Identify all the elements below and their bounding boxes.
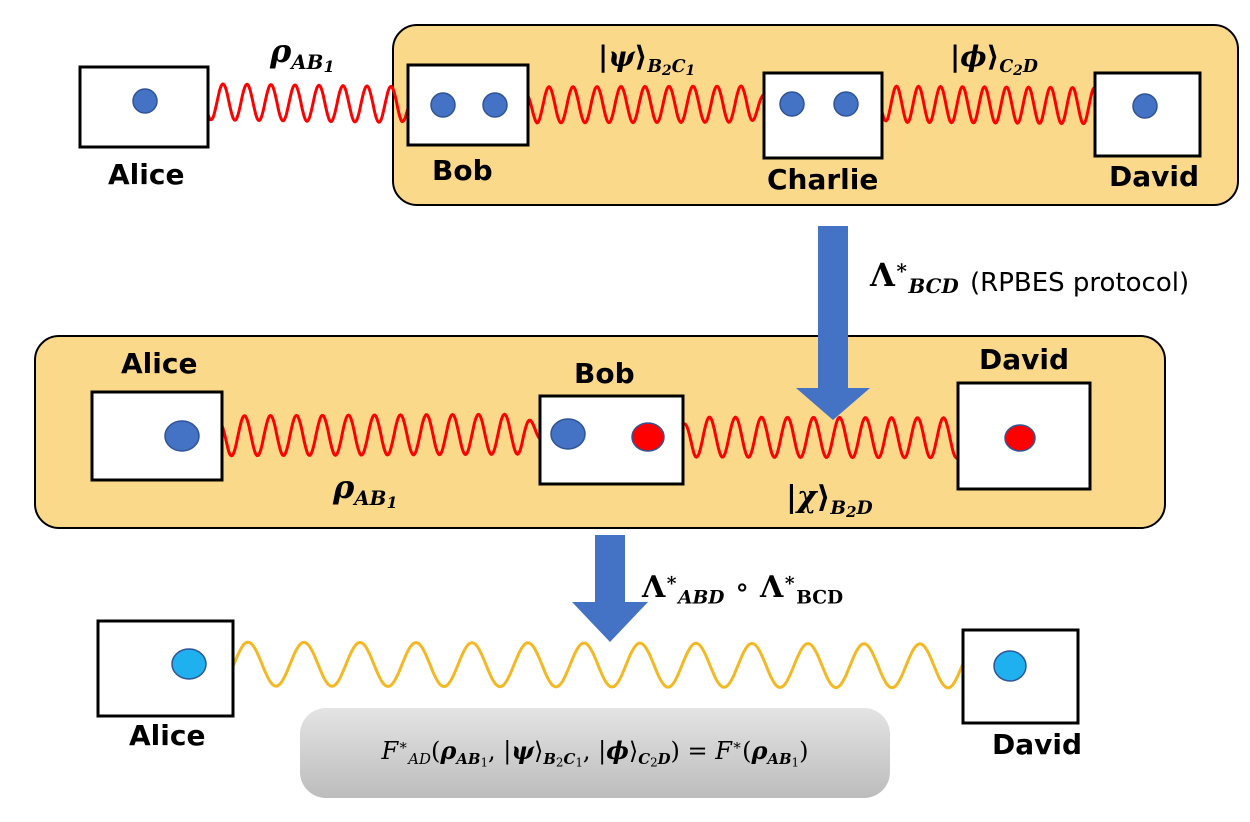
protocol-note: (RPBES protocol) <box>970 268 1190 298</box>
label-alice-top: Alice <box>108 158 185 191</box>
qubit-bob-b1 <box>430 92 456 118</box>
operator-lambda-composite: Λ∗ABD ∘ Λ∗BCD <box>642 570 844 609</box>
state-chi-b2d: |χ⟩B2D <box>786 480 873 521</box>
qubit-david-final <box>993 650 1027 682</box>
label-david-top: David <box>1109 160 1200 193</box>
box-alice-mid <box>90 390 224 482</box>
label-bob-mid: Bob <box>574 357 635 390</box>
link-bob-charlie <box>506 84 781 125</box>
label-alice-final: Alice <box>129 719 206 752</box>
arrow-down-2 <box>572 535 648 642</box>
qubit-bob-mid-b2 <box>631 422 665 452</box>
box-bob-top <box>406 63 530 147</box>
fidelity-formula-bubble: F∗AD(ρAB1, |ψ⟩B2C1, |ϕ⟩C2D) = F∗(ρAB1) <box>300 708 890 798</box>
qubit-david-top <box>1132 93 1158 119</box>
label-charlie-top: Charlie <box>767 163 879 196</box>
box-alice-final <box>96 619 235 718</box>
label-david-final: David <box>992 728 1083 761</box>
state-phi-c2d: |ϕ⟩C2D <box>950 40 1038 79</box>
qubit-david-mid <box>1004 424 1036 452</box>
qubit-bob-mid-b1 <box>550 418 586 450</box>
link-bob-david-mid <box>663 415 1006 460</box>
label-david-mid: David <box>979 343 1070 376</box>
qubit-bob-b2 <box>482 92 508 118</box>
qubit-alice-final <box>171 648 207 680</box>
box-charlie-top <box>762 71 884 160</box>
fidelity-formula: F∗AD(ρAB1, |ψ⟩B2C1, |ϕ⟩C2D) = F∗(ρAB1) <box>381 736 809 770</box>
state-rho-ab1-top: ρAB1 <box>270 32 335 77</box>
qubit-charlie-c2 <box>833 91 859 117</box>
state-rho-ab1-mid: ρAB1 <box>333 468 398 513</box>
state-psi-b2c1: |ψ⟩B2C1 <box>598 40 696 79</box>
link-charlie-david <box>857 84 1134 126</box>
operator-lambda-bcd: Λ∗BCD <box>870 255 959 298</box>
arrow-down-1 <box>796 226 870 420</box>
link-alice-bob-mid <box>198 412 551 458</box>
label-bob-top: Bob <box>432 154 493 187</box>
qubit-alice-top <box>132 88 158 114</box>
label-alice-mid: Alice <box>121 347 198 380</box>
qubit-charlie-c1 <box>779 91 805 117</box>
link-alice-david-final <box>205 640 995 690</box>
qubit-alice-mid <box>164 420 200 452</box>
